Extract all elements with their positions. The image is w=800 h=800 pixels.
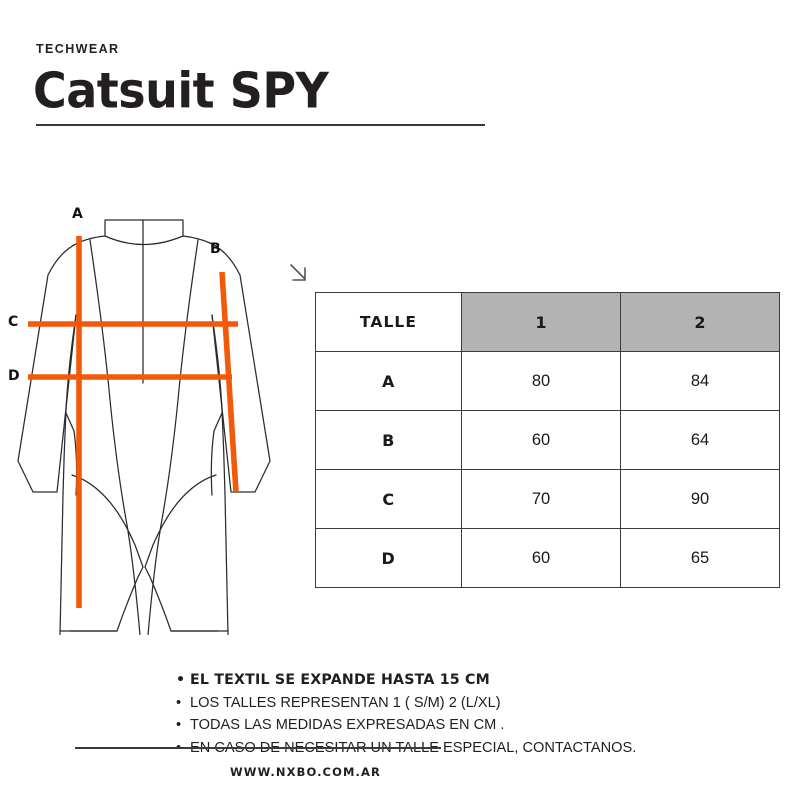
row-label-b: B <box>315 410 462 470</box>
collar-outline <box>104 219 184 237</box>
table-header-talle: TALLE <box>315 292 462 352</box>
left-hip-seam <box>71 474 144 568</box>
cell-b-1: 60 <box>461 410 621 470</box>
right-body-side <box>211 314 229 636</box>
arrow-path <box>290 264 306 281</box>
size-table: TALLE 1 2 A 80 84 B 60 64 C 70 90 D 60 <box>315 292 780 588</box>
cell-a-1: 80 <box>461 351 621 411</box>
cell-a-2: 84 <box>620 351 780 411</box>
crotch-notch-right <box>144 566 151 578</box>
table-header-size-2: 2 <box>620 292 780 352</box>
note-item: • LOS TALLES REPRESENTAN 1 ( S/M) 2 (L/X… <box>176 692 710 715</box>
garment-diagram: A B C D <box>0 195 280 636</box>
bullet-icon: • <box>176 717 182 733</box>
left-sleeve-outline <box>17 235 106 493</box>
header-divider <box>36 124 485 126</box>
note-item: • TODAS LAS MEDIDAS EXPRESADAS EN CM . <box>176 714 710 737</box>
bullet-icon: • <box>176 672 186 688</box>
left-underarm-dart <box>65 412 78 496</box>
note-item: • EL TEXTIL SE EXPANDE HASTA 15 CM <box>176 669 710 692</box>
cell-c-1: 70 <box>461 469 621 529</box>
right-sleeve-outline <box>182 235 271 493</box>
right-inseam <box>149 576 219 632</box>
table-header-row: TALLE 1 2 <box>315 292 780 352</box>
brand-eyebrow: TECHWEAR <box>36 42 120 56</box>
note-text: TODAS LAS MEDIDAS EXPRESADAS EN CM . <box>190 717 505 733</box>
row-label-a: A <box>315 351 462 411</box>
table-row: D 60 65 <box>315 528 780 588</box>
cell-b-2: 64 <box>620 410 780 470</box>
arrow-down-right-icon <box>290 264 306 281</box>
right-hip-seam <box>144 474 217 568</box>
left-body-side <box>59 314 77 636</box>
footer-divider <box>75 747 441 749</box>
note-text: EL TEXTIL SE EXPANDE HASTA 15 CM <box>190 672 490 688</box>
cell-d-1: 60 <box>461 528 621 588</box>
table-row: B 60 64 <box>315 410 780 470</box>
diagram-label-c: C <box>8 314 19 330</box>
left-princess-seam <box>89 239 141 636</box>
crotch-notch-left <box>137 566 144 578</box>
row-label-d: D <box>315 528 462 588</box>
note-text: LOS TALLES REPRESENTAN 1 ( S/M) 2 (L/XL) <box>190 694 501 711</box>
measure-line-b <box>219 271 239 493</box>
diagram-label-b: B <box>210 241 222 257</box>
right-underarm-dart <box>210 412 223 496</box>
table-header-size-1: 1 <box>461 292 621 352</box>
garment-svg <box>17 219 271 636</box>
collar-bottom-curve <box>104 235 184 246</box>
right-princess-seam <box>147 239 199 636</box>
bullet-icon: • <box>176 694 182 711</box>
table-row: C 70 90 <box>315 469 780 529</box>
table-row: A 80 84 <box>315 351 780 411</box>
notes-list: • EL TEXTIL SE EXPANDE HASTA 15 CM • LOS… <box>150 669 710 759</box>
cell-c-2: 90 <box>620 469 780 529</box>
row-label-c: C <box>315 469 462 529</box>
diagram-label-d: D <box>8 368 21 384</box>
footer-website: WWW.NXBO.COM.AR <box>230 765 381 779</box>
cell-d-2: 65 <box>620 528 780 588</box>
page-title: Catsuit SPY <box>33 62 329 120</box>
diagram-label-a: A <box>72 206 84 222</box>
